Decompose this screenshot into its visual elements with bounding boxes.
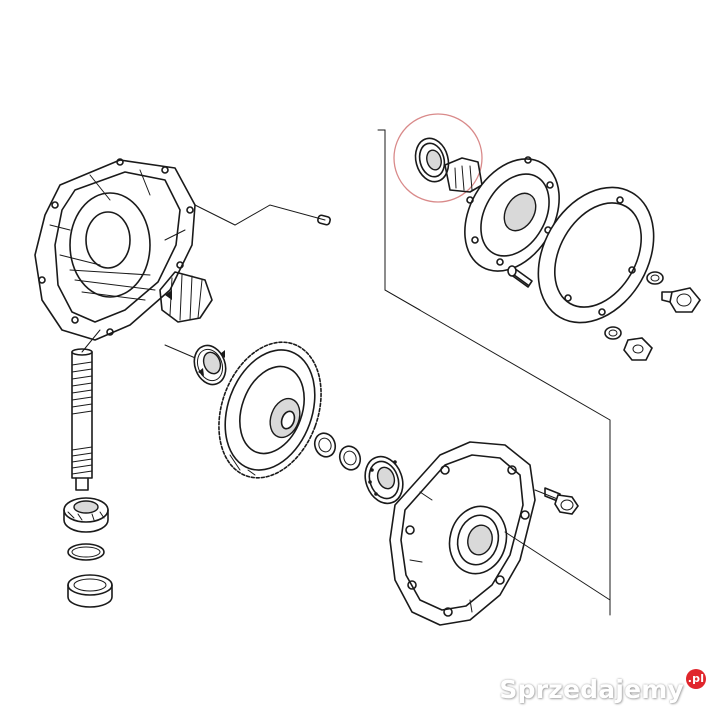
circlip	[67, 543, 105, 561]
washers	[604, 271, 664, 340]
spacer-washers	[313, 432, 362, 471]
nut	[623, 337, 653, 361]
callout-circle	[393, 113, 483, 203]
small-bearing	[193, 344, 227, 386]
watermark-text: Sprzedajemy	[499, 675, 684, 704]
hub-bolt	[534, 487, 579, 515]
hub-cover	[389, 441, 536, 626]
ball-bearing	[364, 455, 404, 505]
assembly-frame	[377, 129, 611, 616]
pinion-gear	[159, 271, 213, 323]
ring-gear	[218, 341, 322, 479]
watermark-badge: .pl	[686, 669, 706, 689]
shaft-spacer-ring	[67, 574, 113, 608]
axle-seal-ring	[414, 137, 450, 183]
drive-shaft	[71, 348, 93, 491]
stud-bolt	[507, 265, 533, 288]
watermark-logo: Sprzedajemy .pl	[499, 669, 706, 704]
flange-bolt	[661, 287, 701, 313]
shaft-bearing	[63, 497, 109, 533]
brake-plate	[537, 186, 655, 324]
gear-housing	[34, 158, 331, 341]
